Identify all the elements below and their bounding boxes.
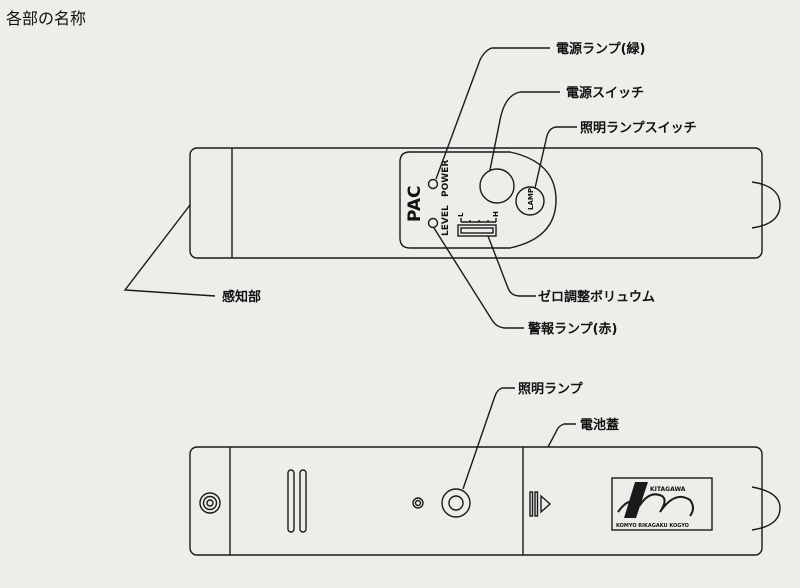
leader-lamp bbox=[462, 387, 515, 490]
slider-track bbox=[460, 227, 494, 234]
grip-slot bbox=[287, 469, 295, 533]
zero-adjust-slider[interactable] bbox=[457, 224, 497, 237]
illumination-lamp bbox=[441, 488, 471, 518]
label-power-switch: 電源スイッチ bbox=[566, 85, 644, 101]
level-text: LEVEL bbox=[441, 205, 451, 236]
leader-battery-cover bbox=[547, 423, 576, 448]
lamp-switch[interactable] bbox=[515, 186, 545, 216]
leader-power-switch bbox=[489, 91, 560, 171]
power-switch[interactable] bbox=[479, 168, 515, 204]
leader-power-lamp bbox=[435, 47, 550, 180]
lamp-text: LAMP bbox=[527, 188, 535, 210]
sensor-tip-right bbox=[751, 486, 781, 531]
label-lamp: 照明ランプ bbox=[518, 382, 584, 397]
label-sensor: 感知部 bbox=[222, 289, 261, 305]
control-panel bbox=[399, 151, 557, 249]
device-bottom-view: KITAGAWA KOMYO RIKAGAKU KOGYO bbox=[189, 446, 781, 556]
leader-lamp-switch bbox=[534, 126, 577, 189]
screw-icon bbox=[199, 492, 221, 514]
logo-brand: KITAGAWA bbox=[650, 486, 686, 493]
device-body bbox=[189, 446, 763, 556]
high-mark: H bbox=[492, 211, 500, 217]
label-power-lamp: 電源ランプ(緑) bbox=[556, 41, 646, 57]
leader-alarm-lamp bbox=[433, 227, 524, 329]
kitagawa-logo: KITAGAWA KOMYO RIKAGAKU KOGYO bbox=[611, 477, 713, 531]
logo-company: KOMYO RIKAGAKU KOGYO bbox=[616, 523, 689, 529]
page-title: 各部の名称 bbox=[6, 9, 86, 28]
power-lamp bbox=[427, 178, 439, 190]
leader-zero-adjust bbox=[487, 235, 536, 297]
level-lamp bbox=[427, 217, 439, 229]
slider-scale bbox=[460, 218, 497, 223]
device-body bbox=[189, 147, 763, 259]
brand-pac: PAC bbox=[405, 185, 425, 222]
device-top-view: PAC POWER LEVEL LAMP L H bbox=[189, 147, 781, 259]
grip-slot bbox=[299, 469, 307, 533]
sensor-tip-right bbox=[751, 181, 781, 229]
leader-sensor bbox=[123, 204, 216, 297]
slide-arrow-icon bbox=[529, 491, 552, 517]
power-text: POWER bbox=[441, 160, 451, 197]
label-zero-adjust: ゼロ調整ボリュウム bbox=[538, 289, 655, 305]
label-lamp-switch: 照明ランプスイッチ bbox=[580, 121, 697, 136]
label-battery-cover: 電池蓋 bbox=[580, 417, 619, 433]
label-alarm-lamp: 警報ランプ(赤) bbox=[528, 321, 618, 337]
small-hole-icon bbox=[412, 497, 424, 509]
low-mark: L bbox=[457, 212, 465, 217]
